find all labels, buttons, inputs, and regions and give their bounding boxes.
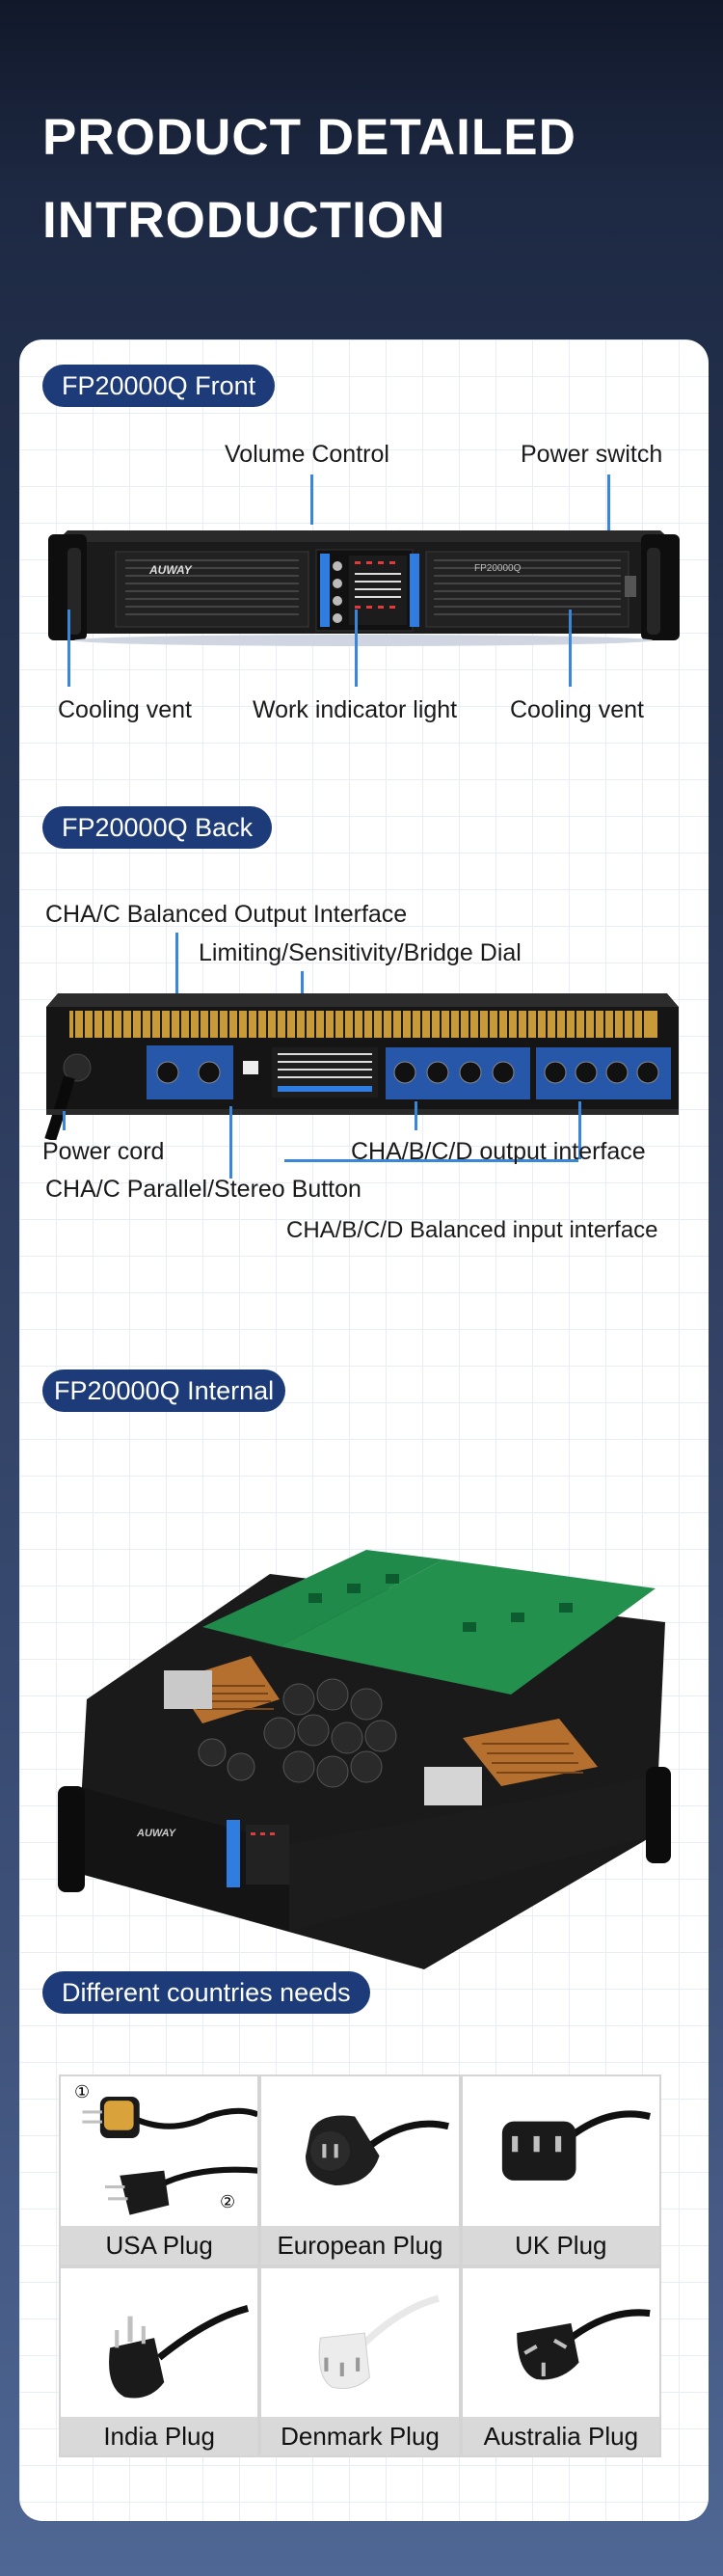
leader-power <box>607 475 610 571</box>
plug-cell-uk: UK Plug <box>462 2076 659 2264</box>
leader-output-interface <box>415 1101 417 1130</box>
leader-cooling-right <box>569 610 572 687</box>
leader-volume <box>310 475 313 525</box>
leader-parallel-button <box>229 1106 232 1179</box>
label-cooling-vent-left: Cooling vent <box>58 696 192 723</box>
european-plug-icon <box>261 2076 458 2226</box>
label-power-switch: Power switch <box>521 441 663 468</box>
label-parallel-button: CHA/C Parallel/Stereo Button <box>45 1176 362 1203</box>
heading-line-1: PRODUCT DETAILED <box>42 109 576 166</box>
label-balanced-output: CHA/C Balanced Output Interface <box>45 901 408 928</box>
internal-section-title: FP20000Q Internal <box>42 1369 286 1412</box>
plug-name-european: European Plug <box>261 2225 459 2264</box>
label-limiting-dial: Limiting/Sensitivity/Bridge Dial <box>199 939 522 966</box>
label-work-indicator: Work indicator light <box>253 696 458 723</box>
front-model-badge: FP20000Q <box>474 563 522 574</box>
plug-name-australia: Australia Plug <box>462 2417 659 2455</box>
plug-cell-european: European Plug <box>261 2076 459 2264</box>
leader-power-cord <box>63 1111 66 1130</box>
plug-cell-india: India Plug <box>61 2267 258 2455</box>
content-card: FP20000Q Front Volume Control Power swit… <box>19 339 709 2521</box>
plug-cell-denmark: Denmark Plug <box>261 2267 459 2455</box>
page-heading: PRODUCT DETAILED INTRODUCTION <box>42 96 576 262</box>
leader-cooling-left <box>67 610 70 687</box>
leader-indicator <box>355 610 358 687</box>
australia-plug-icon <box>463 2268 659 2418</box>
label-cooling-vent-right: Cooling vent <box>510 696 644 723</box>
countries-section-title: Different countries needs <box>42 1971 370 2014</box>
plug-name-usa: USA Plug <box>61 2225 258 2264</box>
label-balanced-input: CHA/B/C/D Balanced input interface <box>286 1217 658 1243</box>
amplifier-front-image <box>48 530 680 646</box>
front-section-title: FP20000Q Front <box>42 365 276 407</box>
heading-line-2: INTRODUCTION <box>42 192 446 249</box>
label-volume-control: Volume Control <box>225 441 389 468</box>
plug-name-india: India Plug <box>61 2417 258 2455</box>
leader-balanced-input <box>578 1101 581 1159</box>
usa-plug-mark-2: ② <box>220 2192 236 2211</box>
front-brand-logo: AUWAY <box>149 563 192 577</box>
back-section-title: FP20000Q Back <box>42 806 273 849</box>
label-output-interface: CHA/B/C/D output interface <box>351 1138 646 1165</box>
usa-plug-icon: ① ② <box>61 2076 258 2226</box>
usa-plug-mark-1: ① <box>74 2082 91 2101</box>
internal-brand-logo: AUWAY <box>137 1828 176 1839</box>
leader-balanced-output <box>175 933 178 1031</box>
amplifier-back-image <box>44 993 679 1140</box>
denmark-plug-icon <box>261 2268 458 2418</box>
plug-name-denmark: Denmark Plug <box>261 2417 459 2455</box>
uk-plug-icon <box>463 2076 659 2226</box>
amplifier-internal-image <box>58 1550 671 1969</box>
label-power-cord: Power cord <box>42 1138 165 1165</box>
leader-balanced-input-h <box>284 1159 578 1162</box>
plug-cell-usa: ① ② USA Plug <box>61 2076 258 2264</box>
plug-grid: ① ② USA Plug European Plug <box>59 2074 661 2457</box>
india-plug-icon <box>61 2268 257 2418</box>
plug-cell-australia: Australia Plug <box>462 2267 659 2455</box>
plug-name-uk: UK Plug <box>462 2225 659 2264</box>
